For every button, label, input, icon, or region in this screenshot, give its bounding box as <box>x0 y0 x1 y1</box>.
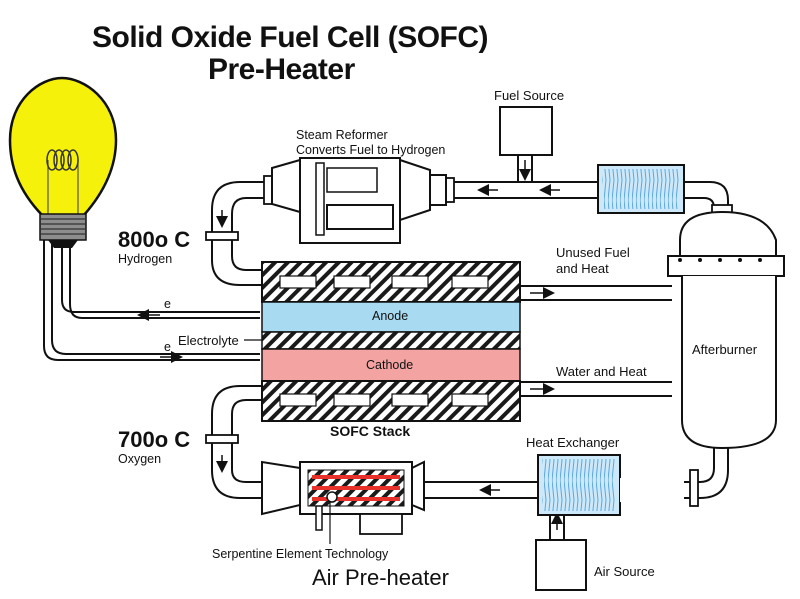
heat-exchanger-bottom <box>537 454 684 516</box>
bulb-wire <box>43 240 260 361</box>
diagram-title: Solid Oxide Fuel Cell (SOFC) <box>92 21 489 54</box>
oxygen-temp: 700o C <box>118 427 191 452</box>
steam-reformer-desc: Converts Fuel to Hydrogen <box>296 143 446 157</box>
fuel-source-label: Fuel Source <box>494 88 565 103</box>
electrolyte-label: Electrolyte <box>178 333 239 348</box>
water-heat-label: Water and Heat <box>556 364 647 379</box>
light-bulb-icon <box>8 76 118 248</box>
anode-label: Anode <box>372 309 409 323</box>
hydrogen-label: Hydrogen <box>118 252 173 266</box>
heat-exchanger-top <box>597 164 685 214</box>
heat-exchanger-label: Heat Exchanger <box>526 435 620 450</box>
oxygen-label: Oxygen <box>118 452 162 466</box>
heater-element <box>312 497 400 501</box>
sofc-stack-label: SOFC Stack <box>330 423 411 439</box>
air-source-box <box>535 539 587 591</box>
serpentine-label: Serpentine Element Technology <box>212 547 389 561</box>
electron-label: e <box>164 297 171 311</box>
unused-fuel-label-2: and Heat <box>556 261 609 276</box>
sofc-stack <box>261 261 521 422</box>
unused-fuel-label: Unused Fuel <box>556 245 630 260</box>
afterburner-label: Afterburner <box>692 342 758 357</box>
heater-element <box>312 475 400 479</box>
flow-arrow <box>216 160 727 530</box>
fuel-source-box <box>499 106 553 156</box>
air-source-label: Air Source <box>594 564 655 579</box>
electron-label: e <box>164 340 171 354</box>
afterburner-vessel <box>667 210 785 450</box>
heater-element <box>312 486 400 490</box>
cathode-label: Cathode <box>366 358 414 372</box>
steam-reformer <box>271 157 447 244</box>
air-preheater-label: Air Pre-heater <box>312 565 449 590</box>
hydrogen-temp: 800o C <box>118 227 191 252</box>
diagram-subtitle: Pre-Heater <box>208 53 355 86</box>
cathode-layer <box>261 348 521 382</box>
air-preheater <box>261 460 425 535</box>
fuel-pipe <box>211 155 729 540</box>
electrolyte-layer <box>261 331 521 350</box>
steam-reformer-label: Steam Reformer <box>296 128 388 142</box>
